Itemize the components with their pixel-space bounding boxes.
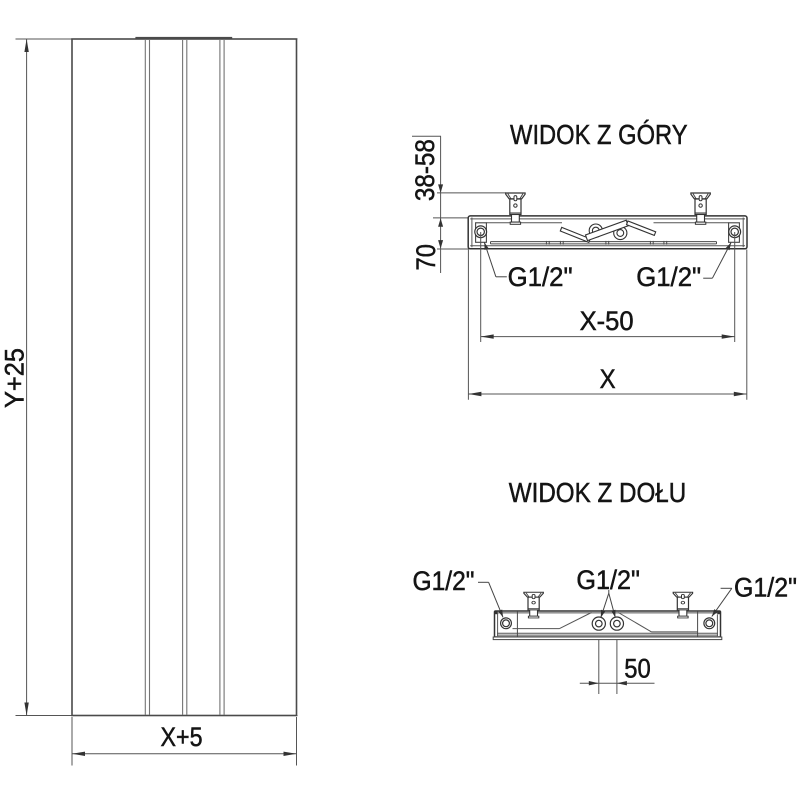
svg-text:38-58: 38-58 — [410, 139, 440, 201]
svg-text:G1/2": G1/2" — [413, 566, 475, 596]
svg-text:70: 70 — [411, 244, 441, 271]
svg-text:X-50: X-50 — [580, 306, 634, 336]
svg-text:WIDOK Z DOŁU: WIDOK Z DOŁU — [509, 477, 687, 508]
svg-text:Y+25: Y+25 — [0, 348, 30, 408]
svg-text:50: 50 — [624, 654, 651, 684]
svg-text:X: X — [600, 364, 616, 394]
svg-text:G1/2": G1/2" — [576, 565, 640, 595]
svg-text:G1/2": G1/2" — [734, 573, 797, 603]
svg-text:G1/2": G1/2" — [508, 262, 573, 292]
svg-text:G1/2": G1/2" — [636, 262, 701, 292]
svg-text:X+5: X+5 — [161, 722, 203, 752]
svg-text:WIDOK Z GÓRY: WIDOK Z GÓRY — [510, 119, 688, 150]
